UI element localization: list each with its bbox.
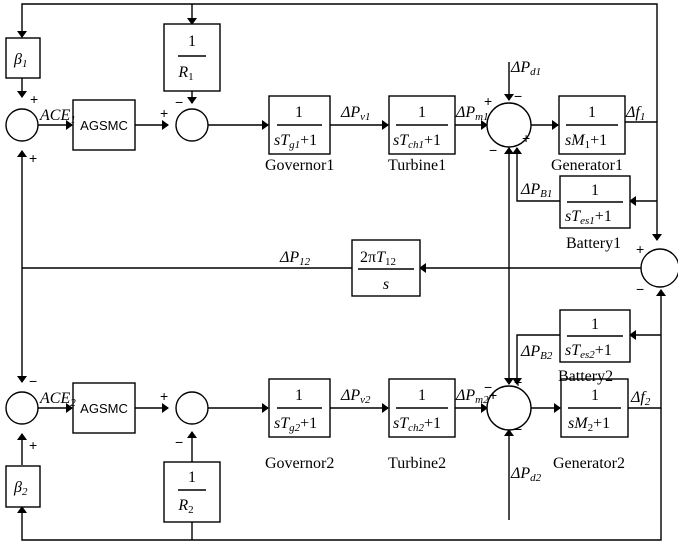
wire-f1-feedback-top <box>21 3 658 122</box>
agsmc2-controller-block: AGSMC <box>72 382 136 434</box>
droop2-block: 1 R2 <box>163 461 221 523</box>
svg-text:β1: β1 <box>13 51 27 70</box>
pb2-label: ΔPB2 <box>520 343 553 362</box>
svg-text:−: − <box>484 379 492 395</box>
pd2-label: ΔPd2 <box>510 465 542 484</box>
ace2-label: ACE2 <box>39 390 76 409</box>
f2-label: Δf2 <box>630 389 651 408</box>
svg-text:1: 1 <box>588 104 596 121</box>
governor1-caption: Governor1 <box>265 157 334 174</box>
svg-text:sTg1+1: sTg1+1 <box>274 132 317 151</box>
svg-text:1: 1 <box>295 104 303 121</box>
svg-text:sTch1+1: sTch1+1 <box>393 132 441 151</box>
svg-text:−: − <box>636 281 644 297</box>
svg-text:−: − <box>489 142 497 158</box>
svg-text:sTch2+1: sTch2+1 <box>393 415 441 434</box>
svg-text:+: + <box>484 93 492 109</box>
svg-text:sM2+1: sM2+1 <box>568 415 610 434</box>
turbine1-block: 1 sTch1+1 <box>388 95 456 155</box>
svg-text:1: 1 <box>591 387 599 404</box>
generator1-block: 1 sM1+1 <box>558 95 626 155</box>
generator2-block: 1 sM2+1 <box>560 378 629 438</box>
beta1-block: β1 <box>5 37 41 79</box>
svg-text:1: 1 <box>591 182 599 199</box>
pv2-label: ΔPv2 <box>340 387 371 406</box>
agsmc1-controller-block: AGSMC <box>72 99 136 151</box>
turbine1-caption: Turbine1 <box>388 157 446 174</box>
signal-labels: ACE1 ΔPv1 ΔPm1 ΔPd1 ΔPB1 Δf1 ΔP12 ACE2 Δ… <box>39 59 651 484</box>
ace1-summing-junction <box>5 108 39 142</box>
battery1-block: 1 sTes1+1 <box>559 175 631 229</box>
battery1-caption: Battery1 <box>566 235 621 252</box>
svg-text:2πT12: 2πT12 <box>360 249 396 268</box>
svg-text:sTes2+1: sTes2+1 <box>565 342 612 361</box>
svg-text:+: + <box>29 437 37 453</box>
svg-text:+: + <box>489 387 497 403</box>
svg-text:+: + <box>522 130 530 146</box>
svg-text:−: − <box>514 421 522 437</box>
svg-text:sM1+1: sM1+1 <box>565 132 607 151</box>
svg-text:−: − <box>175 94 183 110</box>
governor1-block: 1 sTg1+1 <box>268 95 331 155</box>
pb1-label: ΔPB1 <box>520 181 552 200</box>
svg-text:sTg2+1: sTg2+1 <box>274 415 317 434</box>
governor2-caption: Governor2 <box>265 455 334 472</box>
svg-text:1: 1 <box>591 316 599 333</box>
sign-markers: + + + − + − − + + − − + + − − + + − <box>29 88 644 453</box>
p12-label: ΔP12 <box>279 249 311 268</box>
arrowheads <box>17 18 666 523</box>
turbine2-caption: Turbine2 <box>388 455 446 472</box>
svg-text:R1: R1 <box>177 64 193 83</box>
wire-f2-feedback-bottom <box>21 408 662 541</box>
wires <box>21 3 662 541</box>
svg-text:s: s <box>383 276 389 293</box>
svg-text:+: + <box>160 388 168 404</box>
svg-text:−: − <box>175 434 183 450</box>
pd1-label: ΔPd1 <box>510 59 541 78</box>
svg-text:−: − <box>514 88 522 104</box>
battery2-block: 1 sTes2+1 <box>559 309 631 363</box>
svg-text:R2: R2 <box>177 497 193 516</box>
generator1-caption: Generator1 <box>551 157 623 174</box>
svg-text:+: + <box>29 150 37 166</box>
droop1-block: 1 R1 <box>163 23 221 92</box>
governor2-block: 1 sTg2+1 <box>268 378 331 438</box>
svg-text:1: 1 <box>295 387 303 404</box>
governor1-summing-junction <box>175 108 209 142</box>
governor2-summing-junction <box>175 391 209 425</box>
pv1-label: ΔPv1 <box>340 104 371 123</box>
svg-text:sTes1+1: sTes1+1 <box>565 208 612 227</box>
wire-pb2 <box>516 334 560 384</box>
tie-line-summing-junction <box>640 248 678 288</box>
beta2-block: β2 <box>5 465 41 508</box>
svg-text:1: 1 <box>188 33 196 50</box>
svg-text:1: 1 <box>188 469 196 486</box>
svg-text:AGSMC: AGSMC <box>80 118 128 133</box>
generator2-summing-junction <box>486 385 532 431</box>
svg-text:+: + <box>160 105 168 121</box>
battery2-caption: Battery2 <box>558 368 613 385</box>
wire-pb1 <box>516 148 560 202</box>
generator1-summing-junction <box>486 102 532 148</box>
generator2-caption: Generator2 <box>553 455 625 472</box>
svg-text:+: + <box>30 91 38 107</box>
svg-text:β2: β2 <box>13 479 28 498</box>
pm1-label: ΔPm1 <box>455 104 489 123</box>
ace2-summing-junction <box>5 391 39 425</box>
pm2-label: ΔPm2 <box>455 387 489 406</box>
svg-text:AGSMC: AGSMC <box>80 401 128 416</box>
f1-label: Δf1 <box>625 104 645 123</box>
svg-text:−: − <box>29 373 37 389</box>
svg-text:+: + <box>514 374 522 390</box>
turbine2-block: 1 sTch2+1 <box>388 378 456 438</box>
ace1-label: ACE1 <box>39 107 76 126</box>
svg-text:1: 1 <box>418 104 426 121</box>
svg-text:+: + <box>636 241 644 257</box>
svg-text:1: 1 <box>418 387 426 404</box>
tie-line-block: 2πT12 s <box>351 239 421 297</box>
